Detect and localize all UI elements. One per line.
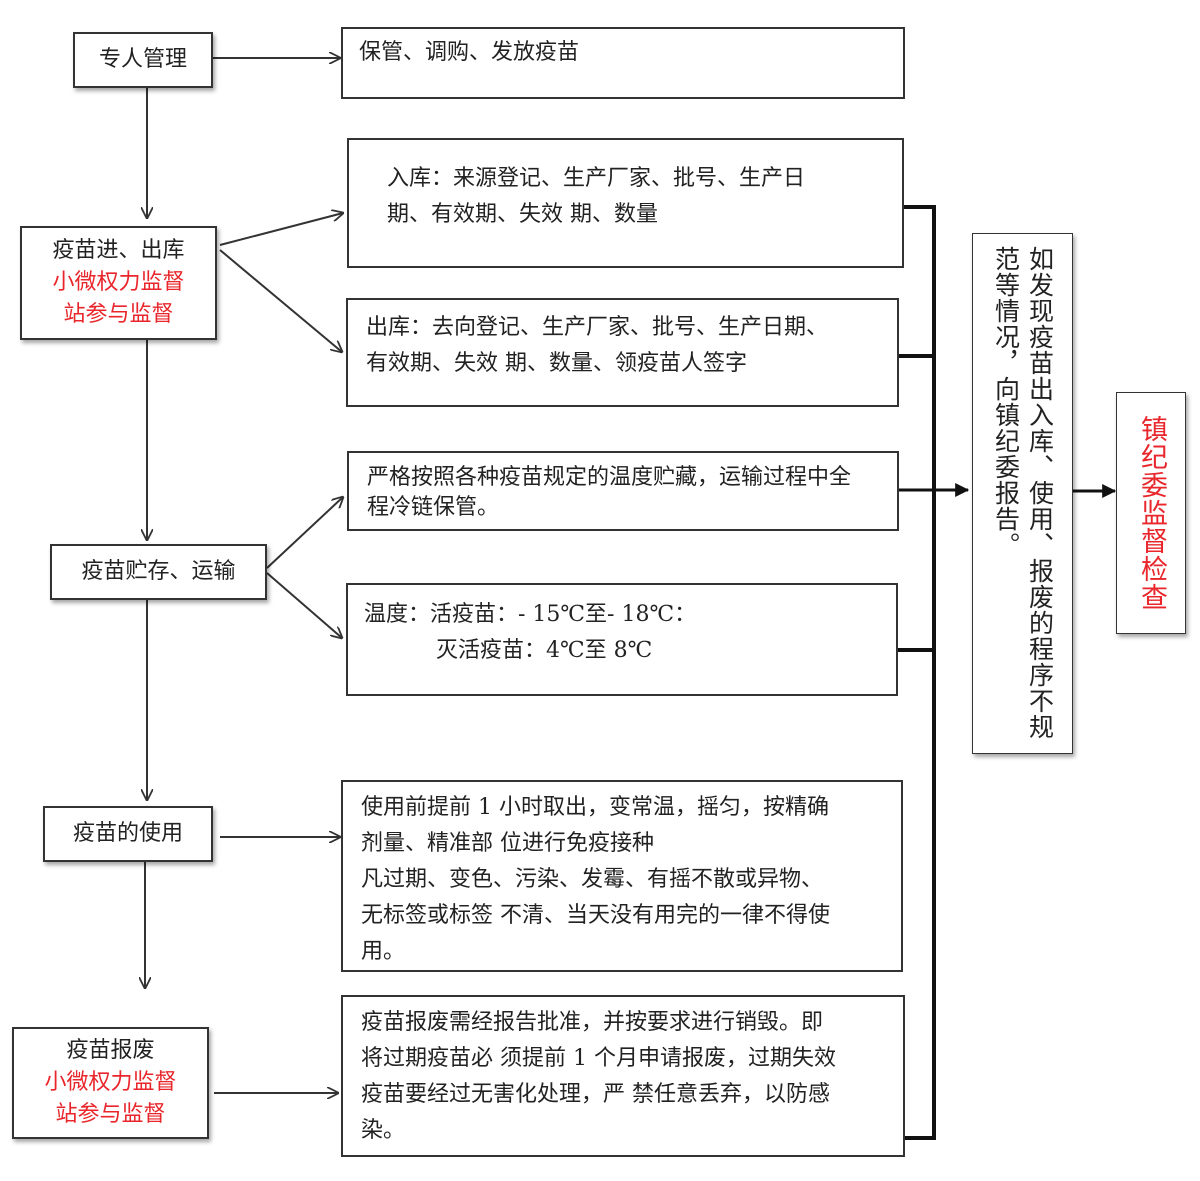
detail-inbound-line-2: 期、有效期、失效 期、数量 <box>387 202 658 227</box>
final-text: 镇纪委监督检查 <box>1136 415 1167 611</box>
detail-temperature-line-2: 灭活疫苗：4℃至 8℃ <box>436 638 653 663</box>
detail-management-text: 保管、调购、发放疫苗 <box>359 40 580 65</box>
detail-temperature: 温度：活疫苗：- 15℃至- 18℃： 灭活疫苗：4℃至 8℃ <box>346 583 898 696</box>
node-inout-supervision-1: 小微权力监督 <box>52 270 185 295</box>
arrow-storage-to-temperature <box>266 572 342 638</box>
detail-usage-line-2: 剂量、精准部 位进行免疫接种 <box>361 831 654 856</box>
node-inout: 疫苗进、出库 小微权力监督 站参与监督 <box>20 226 217 340</box>
node-scrap-supervision-1: 小微权力监督 <box>44 1070 177 1095</box>
node-management-label: 专人管理 <box>98 47 187 72</box>
arrow-inout-to-inbound <box>219 213 343 246</box>
detail-outbound: 出库：去向登记、生产厂家、批号、生产日期、 有效期、失效 期、数量、领疫苗人签字 <box>346 298 899 407</box>
node-inout-title: 疫苗进、出库 <box>52 238 185 263</box>
node-storage: 疫苗贮存、运输 <box>50 544 267 600</box>
arrow-inout-to-outbound <box>219 249 342 352</box>
detail-management: 保管、调购、发放疫苗 <box>341 27 905 99</box>
detail-usage-line-3: 凡过期、变色、污染、发霉、有摇不散或异物、 <box>361 867 824 892</box>
detail-scrap-line-4: 染。 <box>361 1118 406 1143</box>
detail-scrap-line-2: 将过期疫苗必 须提前 1 个月申请报废，过期失效 <box>361 1046 836 1071</box>
detail-scrap-line-1: 疫苗报废需经报告批准，并按要求进行销毁。即 <box>361 1010 824 1035</box>
detail-coldchain-line-2: 程冷链保管。 <box>367 495 500 520</box>
detail-usage-line-1: 使用前提前 1 小时取出，变常温，摇匀，按精确 <box>361 795 829 820</box>
detail-coldchain: 严格按照各种疫苗规定的温度贮藏，运输过程中全 程冷链保管。 <box>347 451 899 531</box>
detail-temperature-line-1: 温度：活疫苗：- 15℃至- 18℃： <box>364 602 697 627</box>
detail-outbound-line-1: 出库：去向登记、生产厂家、批号、生产日期、 <box>366 315 829 340</box>
detail-coldchain-line-1: 严格按照各种疫苗规定的温度贮藏，运输过程中全 <box>367 465 852 490</box>
node-scrap-supervision-2: 站参与监督 <box>55 1102 166 1127</box>
final-box: 镇纪委监督检查 <box>1116 392 1186 634</box>
node-management: 专人管理 <box>73 32 213 88</box>
arrow-storage-to-coldchain <box>266 497 343 569</box>
detail-usage: 使用前提前 1 小时取出，变常温，摇匀，按精确 剂量、精准部 位进行免疫接种 凡… <box>341 780 903 972</box>
detail-usage-line-4: 无标签或标签 不清、当天没有用完的一律不得使 <box>361 903 830 928</box>
node-usage: 疫苗的使用 <box>43 806 213 862</box>
report-box: 如发现疫苗出入库、使用、报废的程序不规范等情况，向镇纪委报告。 <box>972 233 1073 754</box>
node-storage-label: 疫苗贮存、运输 <box>81 559 236 584</box>
node-inout-supervision-2: 站参与监督 <box>63 302 174 327</box>
detail-scrap: 疫苗报废需经报告批准，并按要求进行销毁。即 将过期疫苗必 须提前 1 个月申请报… <box>341 995 905 1157</box>
detail-scrap-line-3: 疫苗要经过无害化处理，严 禁任意丢弃，以防感 <box>361 1082 830 1107</box>
detail-inbound-line-1: 入库：来源登记、生产厂家、批号、生产日 <box>387 166 806 191</box>
detail-outbound-line-2: 有效期、失效 期、数量、领疫苗人签字 <box>366 351 747 376</box>
detail-usage-line-5: 用。 <box>361 939 406 964</box>
detail-inbound: 入库：来源登记、生产厂家、批号、生产日 期、有效期、失效 期、数量 <box>347 138 904 268</box>
node-scrap: 疫苗报废 小微权力监督 站参与监督 <box>12 1027 209 1139</box>
report-text: 如发现疫苗出入库、使用、报废的程序不规范等情况，向镇纪委报告。 <box>991 246 1055 740</box>
node-scrap-title: 疫苗报废 <box>66 1038 155 1063</box>
node-usage-label: 疫苗的使用 <box>72 821 183 846</box>
